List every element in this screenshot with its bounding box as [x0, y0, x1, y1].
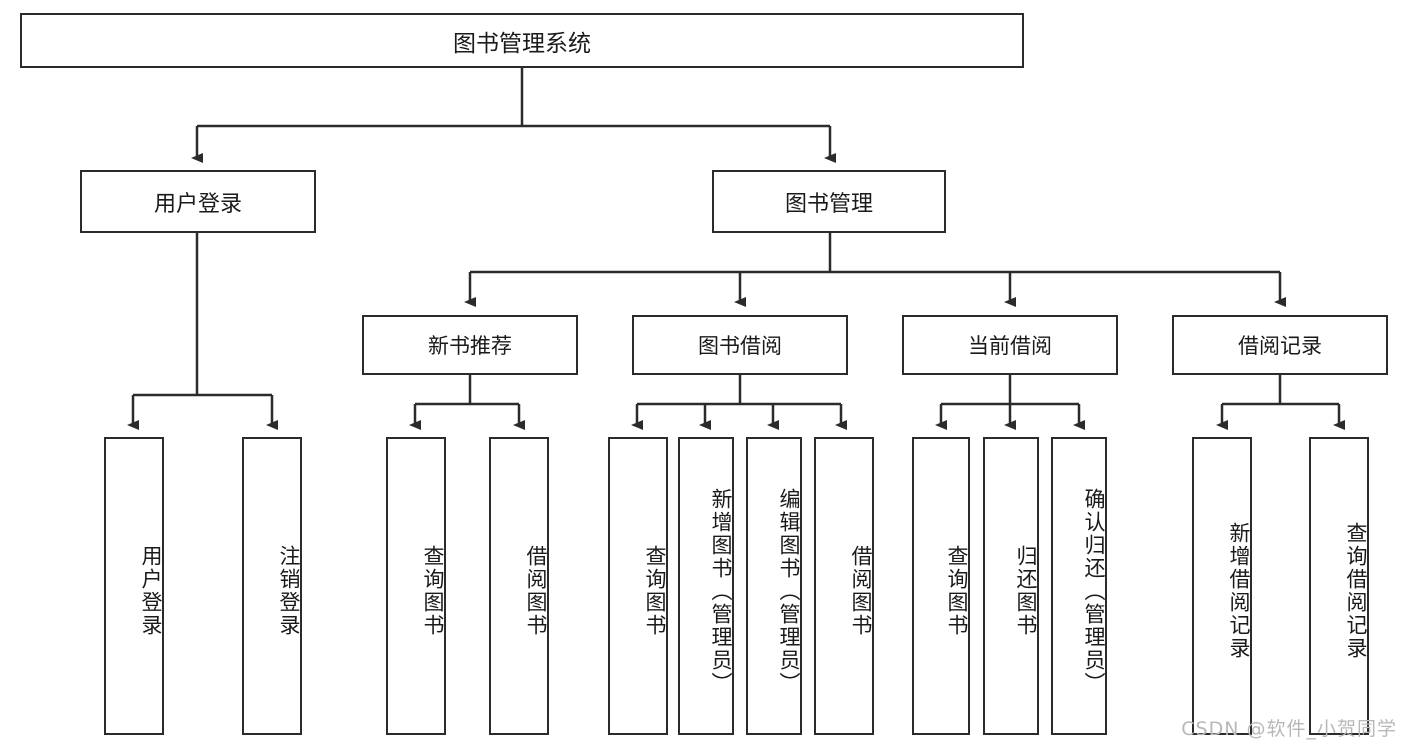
node-label: 查询图书: [945, 545, 969, 637]
leaf-add-book-admin[interactable]: 新增图书（管理员）: [678, 437, 734, 735]
node-root-book-management-system[interactable]: 图书管理系统: [20, 13, 1024, 68]
leaf-query-book-current[interactable]: 查询图书: [912, 437, 970, 735]
node-label: 借阅图书: [849, 545, 873, 637]
leaf-user-logout[interactable]: 注销登录: [242, 437, 302, 735]
node-user-login[interactable]: 用户登录: [80, 170, 316, 233]
node-label: 图书借阅: [698, 334, 782, 358]
node-borrow-records[interactable]: 借阅记录: [1172, 315, 1388, 375]
node-label: 编辑图书（管理员）: [777, 487, 801, 695]
leaf-borrow-book-recommend[interactable]: 借阅图书: [489, 437, 549, 735]
node-new-book-recommend[interactable]: 新书推荐: [362, 315, 578, 375]
node-label: 新增图书（管理员）: [709, 487, 733, 695]
leaf-add-borrow-record[interactable]: 新增借阅记录: [1192, 437, 1252, 735]
node-book-management[interactable]: 图书管理: [712, 170, 946, 233]
leaf-user-login[interactable]: 用户登录: [104, 437, 164, 735]
node-label: 用户登录: [153, 191, 242, 217]
node-current-borrow[interactable]: 当前借阅: [902, 315, 1118, 375]
node-label: 图书管理: [784, 191, 873, 217]
node-label: 查询借阅记录: [1344, 522, 1368, 660]
node-label: 新增借阅记录: [1227, 522, 1251, 660]
node-label: 新书推荐: [428, 334, 512, 358]
node-label: 归还图书: [1014, 545, 1038, 637]
leaf-confirm-return-admin[interactable]: 确认归还（管理员）: [1051, 437, 1107, 735]
node-label: 查询图书: [643, 545, 667, 637]
leaf-borrow-book[interactable]: 借阅图书: [814, 437, 874, 735]
leaf-query-borrow-record[interactable]: 查询借阅记录: [1309, 437, 1369, 735]
node-label: 注销登录: [277, 545, 301, 637]
leaf-edit-book-admin[interactable]: 编辑图书（管理员）: [746, 437, 802, 735]
node-label: 当前借阅: [968, 334, 1052, 358]
node-label: 确认归还（管理员）: [1082, 487, 1106, 695]
leaf-query-book-recommend[interactable]: 查询图书: [386, 437, 446, 735]
leaf-return-book[interactable]: 归还图书: [983, 437, 1039, 735]
leaf-query-book-borrow[interactable]: 查询图书: [608, 437, 668, 735]
node-label: 图书管理系统: [453, 30, 591, 57]
node-label: 用户登录: [139, 545, 163, 637]
node-book-borrow[interactable]: 图书借阅: [632, 315, 848, 375]
node-label: 借阅图书: [524, 545, 548, 637]
csdn-watermark: CSDN @软件_小贺同学: [1181, 718, 1397, 740]
node-label: 查询图书: [421, 545, 445, 637]
node-label: 借阅记录: [1238, 334, 1322, 358]
